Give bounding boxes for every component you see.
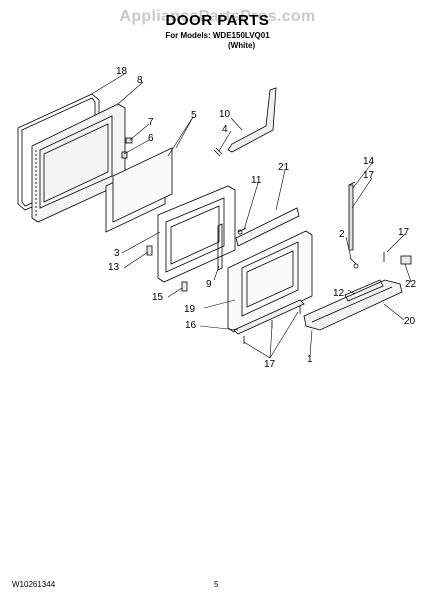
door-bottom-trim xyxy=(233,299,305,335)
callout-10: 10 xyxy=(219,109,231,120)
callout-8: 8 xyxy=(137,75,143,86)
document-number: W10261344 xyxy=(12,580,56,589)
watermark: AppliancePartsPros.com xyxy=(119,8,316,25)
callout-18: 18 xyxy=(116,66,128,77)
callout-20: 20 xyxy=(404,316,416,327)
callout-7: 7 xyxy=(148,117,154,128)
label-part-13 xyxy=(146,245,153,256)
handle-endcap xyxy=(344,279,384,302)
glass-pack-frame xyxy=(157,185,236,283)
label-part-22 xyxy=(400,255,412,265)
callout-1: 1 xyxy=(307,354,313,365)
screw-part-2 xyxy=(349,257,357,265)
models-line: For Models: WDE150LVQ01 xyxy=(165,31,270,40)
callout-9: 9 xyxy=(206,279,212,290)
callout-19: 19 xyxy=(184,304,196,315)
page-title: DOOR PARTS xyxy=(165,12,270,29)
callout-21: 21 xyxy=(278,162,290,173)
callout-22: 22 xyxy=(405,279,417,290)
label-part-15 xyxy=(181,281,188,292)
callout-17-bottom: 17 xyxy=(264,359,276,370)
outer-door-panel xyxy=(227,230,313,333)
callout-13: 13 xyxy=(108,262,120,273)
color-line: (White) xyxy=(228,41,256,50)
clip-part-7 xyxy=(125,137,133,144)
callout-12: 12 xyxy=(333,288,345,299)
outer-glass xyxy=(235,207,300,247)
callout-15: 15 xyxy=(152,292,164,303)
door-strip xyxy=(217,223,223,271)
door-handle xyxy=(303,279,403,331)
callout-11: 11 xyxy=(251,175,262,186)
callout-16: 16 xyxy=(185,320,197,331)
vent-tube xyxy=(348,184,354,251)
callout-6: 6 xyxy=(148,133,154,144)
clip-part-6 xyxy=(121,151,128,159)
inner-glass-panels xyxy=(105,147,173,233)
callout-4: 4 xyxy=(222,124,228,135)
callout-17-right: 17 xyxy=(398,227,410,238)
page-number: 5 xyxy=(214,580,219,589)
screw-part-4 xyxy=(213,147,223,157)
callout-17-upper-right: 17 xyxy=(363,170,375,181)
callout-5: 5 xyxy=(191,110,197,121)
hinge-bracket xyxy=(227,87,277,153)
callout-3: 3 xyxy=(114,248,120,259)
callout-14: 14 xyxy=(363,156,375,167)
callout-2: 2 xyxy=(339,229,345,240)
